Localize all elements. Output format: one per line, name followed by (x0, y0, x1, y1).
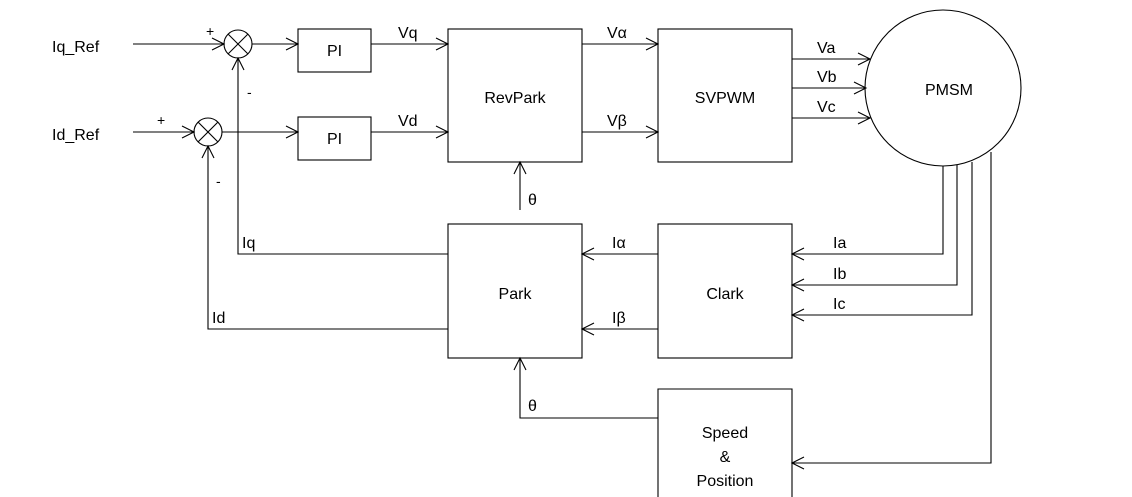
arrowhead-theta-park (513, 356, 527, 371)
pi-q-block: PI (297, 28, 372, 73)
vb-label: Vb (817, 69, 837, 86)
arrowhead-vd (435, 125, 450, 139)
position-label: Position (697, 473, 754, 490)
theta-park-label: θ (528, 398, 537, 415)
sum-d-plus-sign: + (157, 112, 165, 128)
ia-label: Ia (833, 235, 846, 252)
wire-ia (792, 166, 944, 255)
sum-d-minus-sign: - (216, 173, 221, 189)
arrowhead-id (201, 144, 215, 159)
arrowhead-rotor-sense (790, 456, 805, 470)
sum-q-minus-sign: - (247, 84, 252, 100)
pi-d-block: PI (297, 116, 372, 161)
pi-d-label: PI (327, 131, 342, 148)
arrowhead-i-beta (580, 322, 595, 336)
arrowhead-err-q (285, 37, 300, 51)
sum-junction-q (223, 29, 253, 59)
arrowhead-vq (435, 37, 450, 51)
arrowhead-ia (790, 247, 805, 261)
wire-ib (792, 165, 958, 286)
revpark-block: RevPark (447, 28, 583, 163)
vc-label: Vc (817, 99, 836, 116)
ampersand-label: & (720, 449, 731, 466)
svpwm-block: SVPWM (657, 28, 793, 163)
ib-label: Ib (833, 266, 846, 283)
ic-label: Ic (833, 296, 845, 313)
revpark-label: RevPark (484, 90, 546, 107)
v-beta-label: Vβ (607, 113, 627, 130)
park-block: Park (447, 223, 583, 359)
va-label: Va (817, 40, 835, 57)
arrowhead-ic (790, 308, 805, 322)
arrowhead-iq-ref (211, 37, 226, 51)
theta-revpark-label: θ (528, 192, 537, 209)
arrowhead-vb (853, 81, 868, 95)
sum-junction-d (193, 117, 223, 147)
i-beta-label: Iβ (612, 310, 626, 327)
sum-q-plus-sign: + (206, 23, 214, 39)
clark-label: Clark (706, 286, 744, 303)
pi-q-label: PI (327, 43, 342, 60)
vq-label: Vq (398, 25, 418, 42)
arrowhead-i-alpha (580, 247, 595, 261)
arrowhead-iq (231, 56, 245, 71)
i-alpha-label: Iα (612, 235, 626, 252)
speed-label: Speed (702, 425, 748, 442)
arrowhead-err-d (285, 125, 300, 139)
pmsm-label: PMSM (925, 82, 973, 99)
arrowhead-vc (857, 111, 872, 125)
arrowhead-v-beta (645, 125, 660, 139)
id-ref-label: Id_Ref (52, 127, 100, 144)
id-label: Id (212, 310, 225, 327)
wire-rotor-sense (792, 152, 992, 464)
vd-label: Vd (398, 113, 418, 130)
wire-iq (237, 58, 448, 255)
arrowhead-ib (790, 278, 805, 292)
arrowhead-va (857, 52, 872, 66)
iq-label: Iq (242, 235, 255, 252)
park-label: Park (499, 286, 533, 303)
arrowhead-v-alpha (645, 37, 660, 51)
speed-position-block: Speed & Position (657, 388, 793, 497)
clark-block: Clark (657, 223, 793, 359)
svpwm-label: SVPWM (695, 90, 755, 107)
wire-theta-park (519, 358, 658, 419)
wire-ic (792, 162, 973, 316)
arrowhead-id-ref (181, 125, 196, 139)
wire-id (207, 146, 448, 330)
arrowhead-theta-revpark (513, 160, 527, 175)
iq-ref-label: Iq_Ref (52, 39, 100, 56)
pmsm-motor: PMSM (864, 9, 1022, 167)
v-alpha-label: Vα (607, 25, 627, 42)
